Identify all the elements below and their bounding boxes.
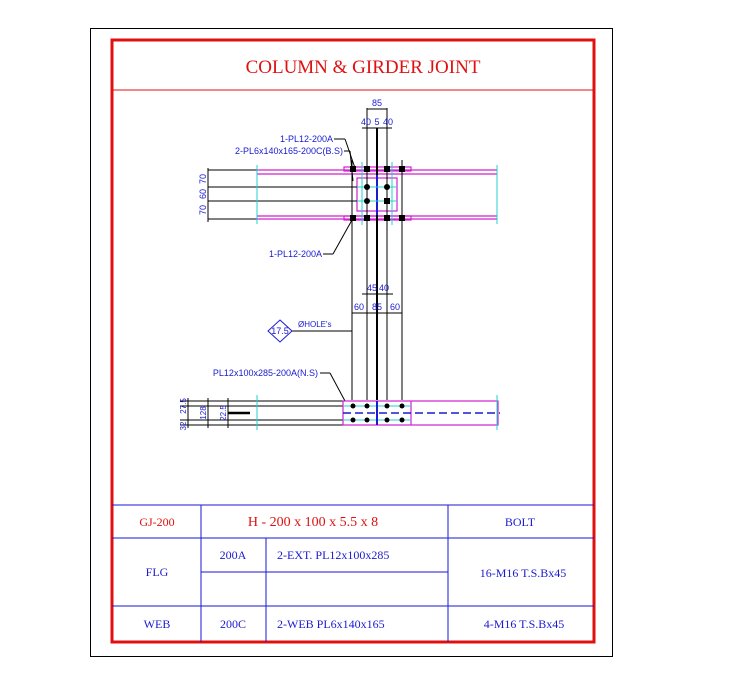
row-flg-mark: 200A bbox=[220, 548, 247, 562]
dim-22-5: 22.5 bbox=[219, 405, 228, 421]
hole-size: 17.5 bbox=[271, 326, 289, 336]
dim-27-5: 27.5 bbox=[179, 398, 188, 414]
row-web-bolt: 4-M16 T.S.Bx45 bbox=[484, 617, 565, 631]
row-flg-plate: 2-EXT. PL12x100x285 bbox=[277, 548, 389, 562]
dim-32: 32 bbox=[179, 421, 188, 430]
red-border bbox=[110, 38, 596, 644]
bolt-header: BOLT bbox=[505, 515, 536, 529]
hole-size-diamond bbox=[267, 319, 293, 343]
row-web-mark: 200C bbox=[220, 617, 246, 631]
outer-frame bbox=[90, 28, 613, 657]
joint-code: GJ-200 bbox=[139, 515, 174, 529]
label-splice-plate: PL12x100x285-200A(N.S) bbox=[213, 368, 318, 378]
dim-60-right: 60 bbox=[390, 302, 400, 312]
dim-70-bottom: 70 bbox=[198, 205, 208, 215]
dim-45: 45 bbox=[367, 283, 377, 293]
dim-85-bottom: 85 bbox=[372, 302, 382, 312]
top-joint-detail: 85 40 5 40 1-PL12-200A 2-PL6x140x165-200… bbox=[198, 98, 498, 400]
row-flg-part: FLG bbox=[146, 565, 169, 579]
label-flange-plate-bottom: 1-PL12-200A bbox=[269, 249, 322, 259]
dim-40: 40 bbox=[379, 283, 389, 293]
bolt-marks-bottom bbox=[350, 403, 405, 423]
hole-label: ØHOLE's bbox=[298, 320, 332, 329]
section-size: H - 200 x 100 x 5.5 x 8 bbox=[248, 515, 378, 530]
bolt-marks-top bbox=[350, 166, 405, 221]
row-web-plate: 2-WEB PL6x140x165 bbox=[277, 617, 385, 631]
dim-40-left: 40 bbox=[361, 117, 371, 127]
row-flg-bolt: 16-M16 T.S.Bx45 bbox=[480, 566, 567, 580]
dim-5: 5 bbox=[374, 117, 379, 127]
dim-40-right: 40 bbox=[383, 117, 393, 127]
spec-table bbox=[112, 504, 594, 642]
label-web-plate: 2-PL6x140x165-200C(B.S) bbox=[235, 146, 343, 156]
dim-70-top: 70 bbox=[198, 174, 208, 184]
dim-128: 128 bbox=[199, 406, 208, 420]
dim-60-left: 60 bbox=[354, 302, 364, 312]
label-flange-plate-top: 1-PL12-200A bbox=[280, 134, 333, 144]
bottom-joint-detail: 45 40 60 85 60 17.5 ØHOLE's PL12x100x285… bbox=[179, 283, 500, 430]
row-web-part: WEB bbox=[144, 617, 171, 631]
dim-60: 60 bbox=[198, 189, 208, 199]
drawing-title: COLUMN & GIRDER JOINT bbox=[246, 57, 481, 78]
dim-85: 85 bbox=[372, 98, 382, 108]
